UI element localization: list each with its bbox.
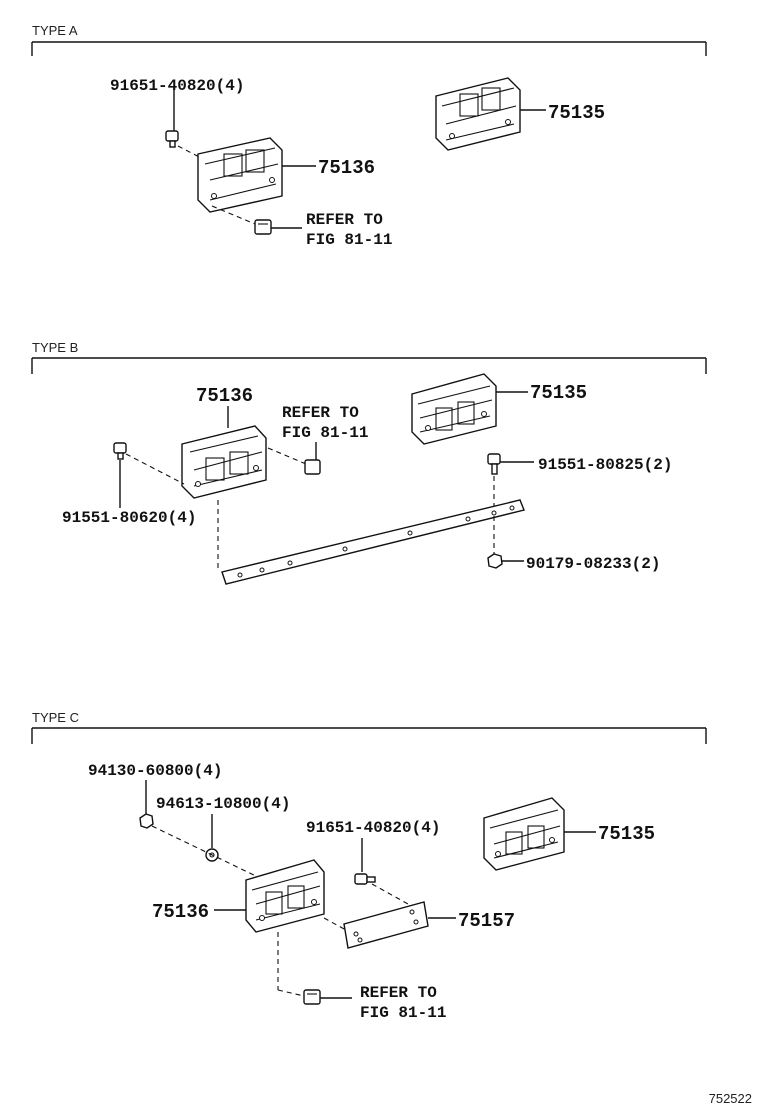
refer-to-label-a[interactable]: REFER TO [306, 211, 383, 229]
bracket-75136-icon [181, 425, 267, 499]
part-label-nut-c[interactable]: 94130-60800(4) [88, 762, 222, 780]
figure-id: 752522 [709, 1091, 752, 1106]
part-label-75135-c[interactable]: 75135 [598, 823, 655, 845]
part-label-nut-b[interactable]: 90179-08233(2) [526, 555, 660, 573]
plate-75157-icon [343, 901, 429, 949]
part-label-75136-a[interactable]: 75136 [318, 157, 375, 179]
part-label-bolt-left-b[interactable]: 91551-80620(4) [62, 509, 196, 527]
bracket-75135-icon [411, 373, 497, 445]
bracket-75136-icon [245, 859, 325, 933]
part-label-75135-a[interactable]: 75135 [548, 102, 605, 124]
nut-icon [139, 813, 154, 829]
bracket-75135-icon [483, 797, 565, 871]
part-label-washer-c[interactable]: 94613-10800(4) [156, 795, 290, 813]
section-bracket-c [31, 727, 707, 744]
bolt-icon [487, 453, 501, 475]
refer-to-label-c[interactable]: REFER TO [360, 984, 437, 1002]
refer-fig-label-c[interactable]: FIG 81-11 [360, 1004, 446, 1022]
bolt-icon [165, 130, 179, 148]
mounting-rail-icon [221, 499, 525, 585]
bracket-75136-icon [197, 137, 283, 213]
clip-icon [304, 459, 321, 475]
refer-fig-label-b[interactable]: FIG 81-11 [282, 424, 368, 442]
clip-icon [303, 989, 321, 1005]
section-type-a: TYPE A 91651-40820(4) 75136 REFER TO [31, 23, 707, 249]
part-label-bolt-right-b[interactable]: 91551-80825(2) [538, 456, 672, 474]
part-label-bolt-a[interactable]: 91651-40820(4) [110, 77, 244, 95]
part-label-75157-c[interactable]: 75157 [458, 910, 515, 932]
bracket-75135-icon [435, 77, 521, 151]
clip-icon [254, 219, 272, 235]
nut-icon [487, 553, 503, 569]
part-label-75135-b[interactable]: 75135 [530, 382, 587, 404]
part-label-75136-c[interactable]: 75136 [152, 901, 209, 923]
section-type-b: TYPE B 75136 REFER TO FIG 81-11 91551-80… [31, 340, 707, 585]
section-bracket-b [31, 357, 707, 374]
refer-to-label-b[interactable]: REFER TO [282, 404, 359, 422]
washer-icon [205, 848, 219, 862]
section-bracket-a [31, 41, 707, 56]
section-title-a: TYPE A [32, 23, 78, 38]
section-title-c: TYPE C [32, 710, 79, 725]
section-type-c: TYPE C 94130-60800(4) 94613-10800(4) 916… [31, 710, 707, 1022]
section-title-b: TYPE B [32, 340, 78, 355]
bolt-icon [354, 873, 376, 885]
part-label-75136-b[interactable]: 75136 [196, 385, 253, 407]
part-label-bolt-c[interactable]: 91651-40820(4) [306, 819, 440, 837]
bolt-icon [113, 442, 127, 460]
refer-fig-label-a[interactable]: FIG 81-11 [306, 231, 392, 249]
